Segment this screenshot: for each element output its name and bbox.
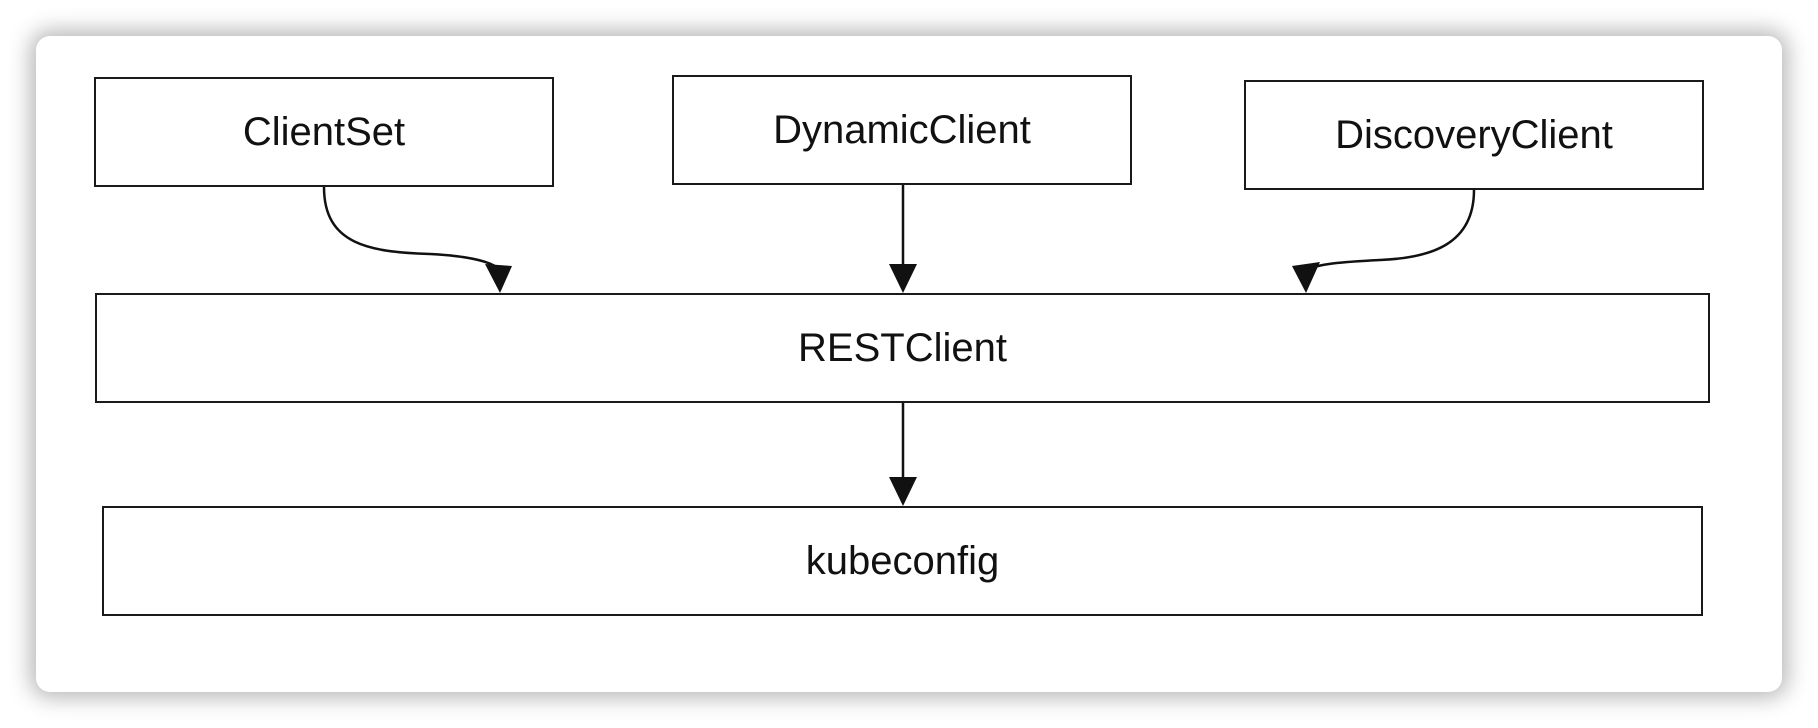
dynamic-client-box: DynamicClient — [672, 75, 1132, 185]
clientset-box: ClientSet — [94, 77, 554, 187]
dynamic-client-label: DynamicClient — [773, 107, 1031, 152]
kubeconfig-label: kubeconfig — [805, 538, 1000, 583]
kubeconfig-box: kubeconfig — [102, 506, 1703, 616]
discovery-client-label: DiscoveryClient — [1335, 112, 1613, 157]
discovery-client-box: DiscoveryClient — [1244, 80, 1704, 190]
rest-client-label: RESTClient — [798, 325, 1007, 370]
rest-client-box: RESTClient — [95, 293, 1710, 403]
clientset-label: ClientSet — [242, 109, 406, 154]
